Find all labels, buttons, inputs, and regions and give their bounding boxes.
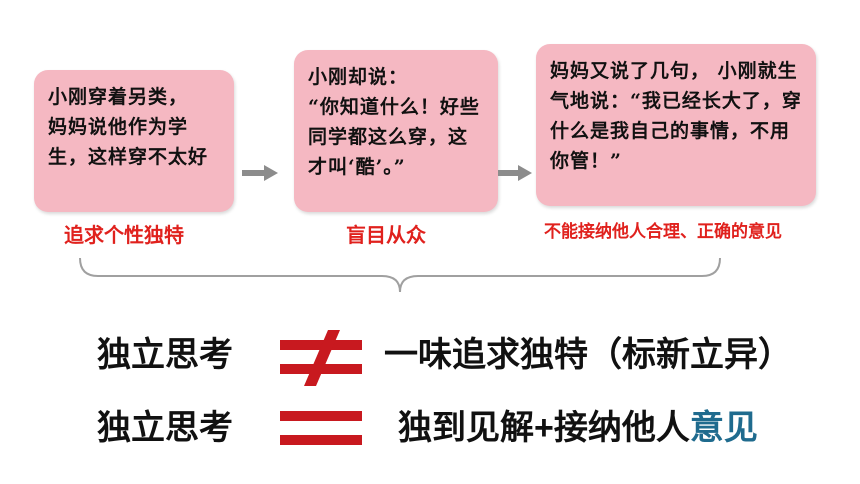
equation-2-lhs: 独立思考 <box>97 409 233 447</box>
equation-2-rhs-accent: 意见 <box>689 409 758 447</box>
equation-2-rhs: 独到见解+接纳他人意见 <box>398 408 758 448</box>
equation-1-lhs: 独立思考 <box>97 336 233 374</box>
arrow-right-icon <box>498 165 532 181</box>
story-box-2: 小刚却说： “你知道什么！好些同学都这么穿，这才叫‘酷’。” <box>294 50 498 212</box>
grouping-brace <box>79 257 721 293</box>
not-equal-icon <box>280 330 362 386</box>
equation-1-rhs: 一味追求独特（标新立异） <box>384 336 792 374</box>
story-box-3: 妈妈又说了几句， 小刚就生气地说：“我已经长大了，穿什么是我自己的事情，不用你管… <box>536 44 816 206</box>
caption-3: 不能接纳他人合理、正确的意见 <box>544 222 782 241</box>
arrow-right-icon <box>242 165 278 181</box>
equal-icon <box>280 411 362 445</box>
caption-2: 盲目从众 <box>346 225 426 247</box>
equation-2-rhs-main: 独到见解+接纳他人 <box>398 409 690 447</box>
story-box-1: 小刚穿着另类， 妈妈说他作为学生，这样穿不太好 <box>34 70 234 212</box>
caption-1: 追求个性独特 <box>64 225 184 247</box>
